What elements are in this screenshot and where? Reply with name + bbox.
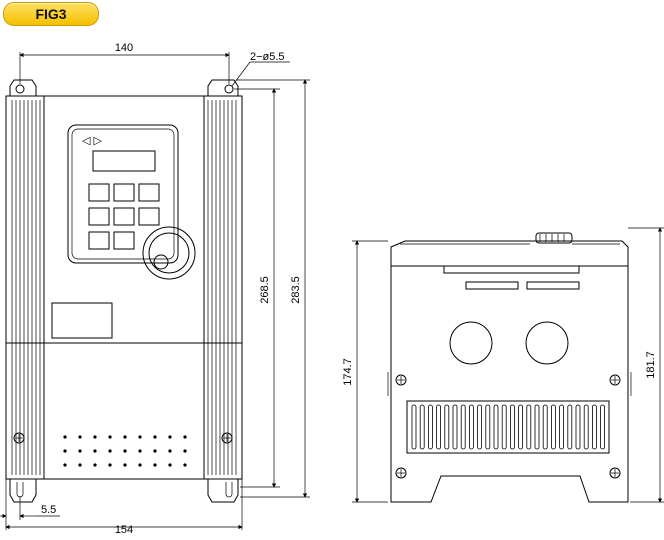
dim-overall-width: 154	[115, 524, 133, 536]
side-view	[387, 232, 632, 503]
front-body-outline	[5, 95, 243, 480]
side-screw-bottom-right-icon	[609, 467, 621, 479]
mount-ear-top-left	[9, 79, 37, 96]
side-knob	[535, 232, 573, 244]
figure-label: FIG3	[35, 6, 67, 22]
vent-holes	[63, 435, 187, 467]
side-connector-strip	[443, 265, 580, 274]
side-slot-right	[526, 281, 580, 290]
screw-bottom-left-icon	[13, 432, 25, 444]
dim-edge-offset: 5.5	[41, 504, 56, 516]
side-body-outline	[390, 266, 629, 503]
lcd-display	[92, 150, 156, 172]
side-slot-left	[465, 281, 519, 290]
potentiometer-knob-icon	[142, 226, 196, 280]
side-top-cover	[390, 240, 629, 267]
side-screw-left-icon	[395, 374, 407, 386]
side-dimensions: 174.7 181.7	[342, 227, 664, 503]
dim-holes: 2−ø5.5	[250, 51, 285, 63]
screw-bottom-right-icon	[221, 432, 233, 444]
keypad-panel	[67, 124, 179, 264]
side-vent-slots	[411, 404, 605, 450]
right-heatsink-fins	[203, 96, 237, 479]
mount-hole-top-left	[15, 84, 25, 94]
arrow-indicator-icon: ◁ ▷	[82, 135, 103, 147]
figure-label-badge: FIG3	[3, 2, 99, 26]
keypad-buttons	[88, 183, 160, 250]
dim-top-width: 140	[115, 42, 133, 54]
cable-gland-right	[525, 321, 569, 365]
front-view: ◁ ▷	[5, 79, 243, 503]
left-heatsink-fins	[11, 96, 45, 479]
dim-side-inner: 174.7	[342, 358, 354, 386]
nameplate	[51, 302, 113, 339]
side-screw-right-icon	[609, 374, 621, 386]
side-screw-bottom-left-icon	[395, 467, 407, 479]
mount-ear-bottom-left	[9, 479, 37, 503]
mount-ear-top-right	[207, 79, 239, 96]
cable-gland-left	[449, 321, 493, 365]
mount-ear-bottom-right	[207, 479, 239, 503]
side-vent-frame	[406, 400, 610, 454]
front-dimensions: 140 2−ø5.5 268.5 283.5 5.5 154	[0, 42, 310, 536]
dim-inner-height: 268.5	[259, 276, 271, 304]
mount-hole-top-right	[224, 84, 234, 94]
dim-side-overall: 181.7	[645, 351, 657, 379]
dim-overall-height: 283.5	[290, 276, 302, 304]
